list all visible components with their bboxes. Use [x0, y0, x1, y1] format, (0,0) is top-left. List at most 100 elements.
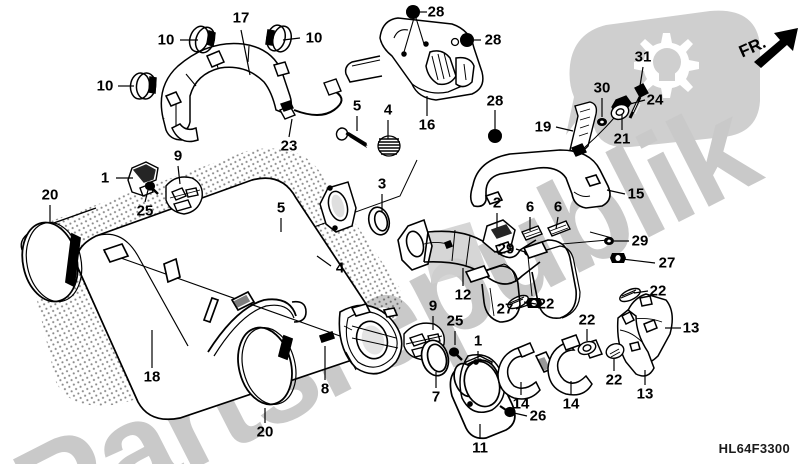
part-25-bolt-lower — [448, 347, 463, 361]
part-21-rubber-mount — [583, 103, 630, 149]
callout-22-32: 22 — [537, 295, 555, 313]
leader-line — [555, 126, 574, 132]
callout-17-0: 17 — [232, 9, 250, 27]
front-orientation-mark: FR. — [736, 18, 800, 70]
part-17-intake-duct — [160, 42, 293, 143]
callout-13-37: 13 — [636, 385, 654, 403]
callout-2-24: 2 — [492, 194, 502, 212]
callout-21-15: 21 — [613, 130, 631, 148]
part-5-bolt-upper — [333, 125, 372, 150]
leader-29-a — [561, 231, 613, 245]
callout-9-18: 9 — [173, 147, 183, 165]
callout-16-7: 16 — [418, 116, 436, 134]
callout-3-21: 3 — [377, 175, 387, 193]
part-8-end-cap — [318, 303, 403, 375]
callout-1-40: 1 — [473, 332, 483, 350]
callout-14-42: 14 — [562, 395, 580, 413]
part-25-bolt-upper — [144, 181, 159, 195]
callout-27-31: 27 — [496, 300, 514, 318]
leader-line — [639, 66, 644, 87]
part-15-heat-shield — [469, 149, 611, 209]
callout-15-16: 15 — [627, 185, 645, 203]
callout-25-39: 25 — [446, 312, 464, 330]
part-23-sensor-cable — [279, 78, 343, 120]
callout-4-10: 4 — [383, 101, 393, 119]
part-29-washer-a — [604, 237, 614, 245]
callout-12-29: 12 — [454, 286, 472, 304]
callout-7-43: 7 — [431, 388, 441, 406]
leader-line — [621, 258, 656, 264]
part-6-stay-b — [547, 220, 571, 237]
part-4-spring-upper — [376, 135, 402, 157]
part-12-lower-loop — [464, 239, 581, 323]
diagram-code: HL64F3300 — [718, 441, 790, 456]
leader-line — [633, 290, 649, 294]
callout-28-4: 28 — [427, 3, 445, 21]
callout-6-25: 6 — [525, 198, 535, 216]
callout-26-44: 26 — [529, 407, 547, 425]
part-3-gasket-ring — [367, 206, 391, 236]
callout-22-33: 22 — [649, 282, 667, 300]
part-3-gasket-flange — [319, 181, 357, 233]
callout-20-48: 20 — [256, 423, 274, 441]
part-14-clamp-a — [497, 342, 556, 400]
leader-line — [515, 304, 529, 310]
leader-line — [316, 255, 332, 267]
leader-line — [606, 189, 626, 195]
part-16-air-cleaner — [344, 17, 484, 101]
leader-line — [523, 301, 537, 305]
front-arrow-icon — [754, 28, 798, 68]
leader-line — [282, 37, 301, 41]
leader-line — [513, 412, 528, 417]
callout-4-23: 4 — [335, 259, 345, 277]
callout-22-35: 22 — [605, 371, 623, 389]
callout-28-6: 28 — [486, 92, 504, 110]
callout-22-34: 22 — [578, 311, 596, 329]
callout-30-12: 30 — [593, 79, 611, 97]
callout-20-20: 20 — [41, 186, 59, 204]
leader-9-lower — [351, 325, 399, 349]
callout-11-45: 11 — [472, 439, 488, 457]
part-26-bolt — [499, 405, 516, 418]
callout-13-36: 13 — [682, 319, 700, 337]
callout-10-3: 10 — [96, 77, 114, 95]
callout-19-11: 19 — [534, 118, 552, 136]
part-12-exhaust-pipe — [397, 218, 541, 285]
part-6-stay-a — [521, 225, 543, 241]
callout-5-22: 5 — [276, 199, 286, 217]
callout-24-14: 24 — [646, 91, 664, 109]
callout-5-9: 5 — [352, 97, 362, 115]
callout-27-28: 27 — [658, 254, 676, 272]
leader-line — [629, 99, 646, 105]
part-20-band-a — [21, 221, 83, 303]
callout-10-1: 10 — [157, 31, 175, 49]
part-28-grommet-c — [488, 129, 502, 143]
leader-line — [144, 189, 149, 203]
callout-25-19: 25 — [136, 202, 154, 220]
callout-1-17: 1 — [100, 169, 110, 187]
part-18-muffler-body — [20, 177, 382, 421]
callout-29-30: 29 — [497, 240, 515, 258]
callout-31-13: 31 — [634, 48, 652, 66]
part-7-tail-gasket — [420, 339, 450, 377]
part-2-pipe-bracket — [482, 219, 516, 255]
callout-23-8: 23 — [280, 137, 298, 155]
leader-lines — [49, 11, 681, 439]
callout-8-47: 8 — [320, 380, 330, 398]
part-22-grommet-d — [605, 343, 625, 359]
leader-line — [288, 118, 293, 138]
part-9-protector-upper — [165, 176, 203, 215]
part-10-clamp-a — [188, 25, 216, 54]
leader-line — [515, 248, 526, 253]
leader-line — [240, 29, 251, 76]
callout-29-27: 29 — [631, 232, 649, 250]
callout-10-2: 10 — [305, 29, 323, 47]
part-20-band-b — [237, 326, 297, 406]
callout-28-5: 28 — [484, 31, 502, 49]
callout-6-26: 6 — [553, 198, 563, 216]
part-22-grommet-c — [577, 340, 597, 356]
part-10-clamp-b — [265, 24, 293, 53]
part-27-nut-a — [610, 253, 626, 263]
